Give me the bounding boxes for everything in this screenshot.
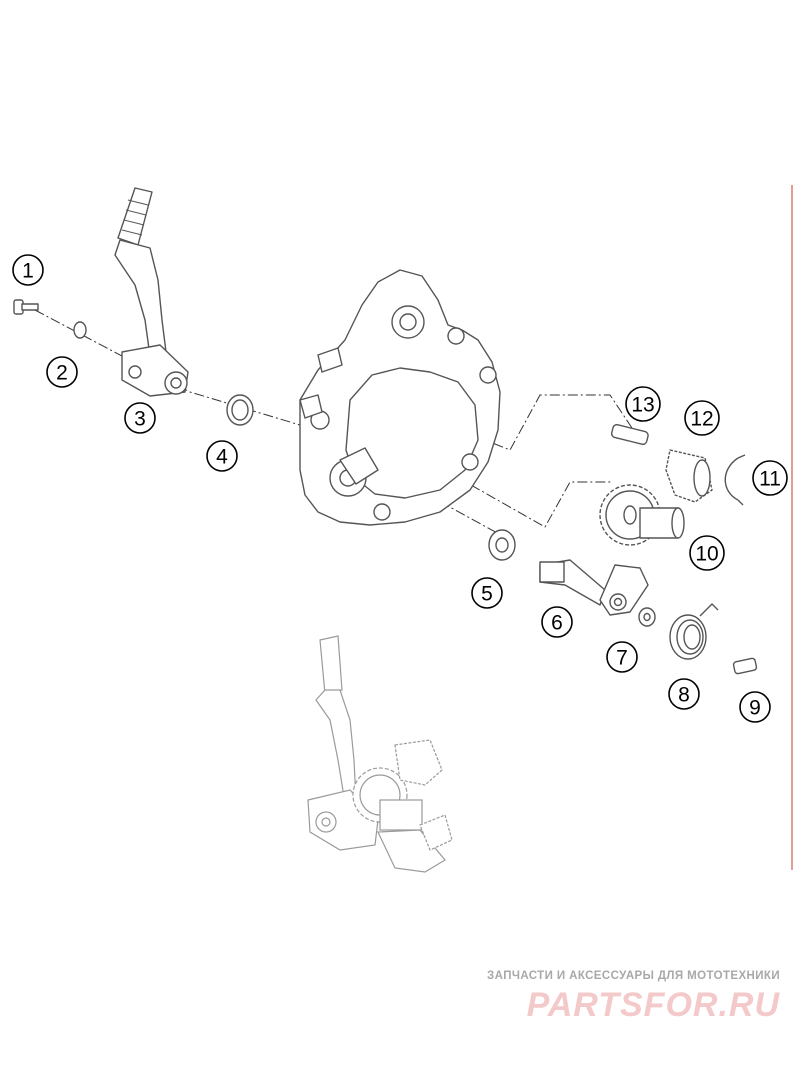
callout-5: 5: [471, 577, 503, 609]
callout-7-label: 7: [616, 647, 628, 670]
leader-line-upper: [359, 389, 641, 451]
callout-13: 13: [625, 386, 661, 422]
callout-4: 4: [206, 440, 238, 472]
callout-5-label: 5: [481, 583, 493, 606]
callout-10-label: 10: [695, 543, 718, 566]
callout-4-label: 4: [216, 446, 228, 469]
callout-1-label: 1: [22, 260, 34, 283]
callout-2: 2: [46, 356, 78, 388]
callout-13-label: 13: [631, 394, 654, 417]
callout-9-label: 9: [749, 697, 761, 720]
leader-line-middle: [329, 404, 612, 528]
part-dowel-pin: [610, 423, 649, 445]
part-small-washer: [638, 607, 656, 627]
callout-11-label: 11: [759, 468, 781, 491]
callout-3-label: 3: [134, 408, 146, 431]
part-kickstart-lever: [114, 187, 189, 397]
part-bolt: [13, 299, 39, 315]
callout-8: 8: [668, 678, 700, 710]
callout-2-label: 2: [56, 362, 68, 385]
part-kickstart-shaft: [539, 559, 649, 616]
part-pin: [732, 657, 758, 675]
part-shaft-seal: [226, 394, 254, 426]
callout-3: 3: [124, 402, 156, 434]
callout-6: 6: [541, 606, 573, 638]
part-circlip: [724, 454, 746, 506]
callout-10: 10: [689, 535, 725, 571]
callout-6-label: 6: [551, 612, 563, 635]
watermark-tagline: ЗАПЧАСТИ И АКСЕССУАРЫ ДЛЯ МОТОТЕХНИКИ: [487, 970, 780, 982]
part-return-spring: [669, 603, 719, 660]
callout-7: 7: [606, 641, 638, 673]
watermark: ЗАПЧАСТИ И АКСЕССУАРЫ ДЛЯ МОТОТЕХНИКИ PA…: [480, 970, 780, 1025]
engine-case-cover: [299, 269, 501, 526]
watermark-logo: PARTSFOR.RU: [526, 986, 780, 1024]
part-thrust-washer: [488, 529, 516, 561]
assembled-overview: [307, 635, 453, 873]
part-washer: [73, 321, 87, 339]
callout-8-label: 8: [678, 684, 690, 707]
part-kickstart-gear: [665, 449, 713, 503]
callout-12: 12: [684, 400, 720, 436]
callout-1: 1: [12, 254, 44, 286]
part-idler-gear: [599, 484, 685, 546]
callout-11: 11: [752, 460, 788, 496]
callout-12-label: 12: [690, 408, 713, 431]
callout-9: 9: [739, 691, 771, 723]
